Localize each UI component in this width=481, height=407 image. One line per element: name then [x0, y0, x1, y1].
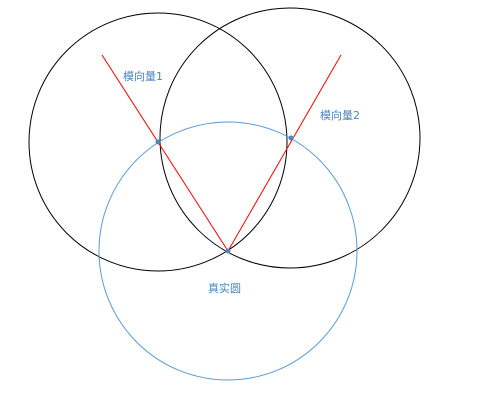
point-vector1-intersection — [155, 139, 161, 145]
circle-vector1 — [28, 12, 288, 272]
label-true-circle: 真实圆 — [208, 281, 241, 295]
point-origin — [225, 248, 231, 254]
point-vector2-intersection — [288, 135, 294, 141]
circle-true — [98, 121, 358, 381]
vector2-line — [227, 54, 342, 252]
circle-vector2 — [159, 7, 421, 269]
label-vector1: 模向量1 — [123, 69, 163, 83]
vector1-line — [101, 54, 229, 252]
label-vector2: 模向量2 — [320, 108, 360, 122]
